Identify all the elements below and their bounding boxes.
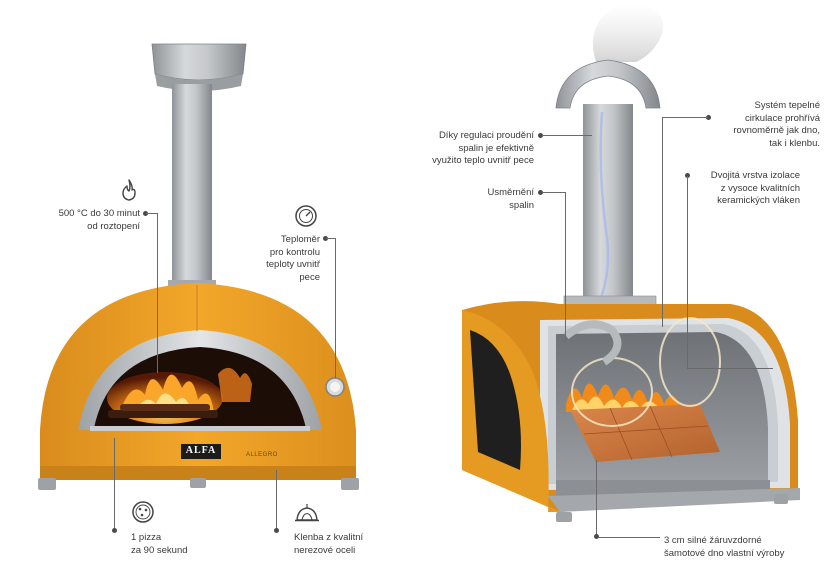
callout-insulation: Dvojitá vrstva izolace z vysoce kvalitní… bbox=[680, 170, 800, 208]
callout-thermometer-line2: pro kontrolu bbox=[269, 246, 320, 258]
leader-dot bbox=[594, 534, 599, 539]
callout-floor: 3 cm silné žáruvzdorné šamotové dno vlas… bbox=[664, 535, 784, 560]
callout-floor-line2: šamotové dno vlastní výroby bbox=[664, 547, 785, 559]
leader-line bbox=[276, 470, 277, 530]
callout-temperature: 500 °C do 30 minut od roztopení bbox=[28, 208, 140, 233]
callout-pizza: 1 pizza za 90 sekund bbox=[131, 532, 188, 557]
leader-line bbox=[335, 238, 336, 378]
left-chimney-cap bbox=[151, 43, 247, 81]
leader-line bbox=[542, 135, 592, 136]
leader-line bbox=[326, 238, 336, 239]
callout-dome-line2: nerezové oceli bbox=[294, 544, 356, 556]
leader-line bbox=[565, 192, 566, 342]
leader-dot bbox=[706, 115, 711, 120]
callout-flue-regulation-line1: Díky regulaci proudění bbox=[438, 130, 534, 141]
callout-dome-line1: Klenba z kvalitní bbox=[294, 532, 364, 543]
pizza-icon bbox=[132, 501, 154, 523]
callout-pizza-line1: 1 pizza bbox=[131, 532, 162, 543]
right-oven bbox=[462, 3, 800, 522]
callout-heat-circulation-line3: rovnoměrně jak dno, bbox=[733, 125, 820, 136]
leader-dot bbox=[538, 190, 543, 195]
callout-heat-circulation-line4: tak i klenbu. bbox=[769, 137, 820, 149]
callout-pizza-line2: za 90 sekund bbox=[131, 544, 188, 556]
callout-flue-regulation-line3: využito teplo uvnitř pece bbox=[432, 155, 534, 166]
callout-thermometer-line3: teploty uvnitř bbox=[266, 259, 320, 270]
callout-flue-direction-line2: spalin bbox=[509, 199, 534, 211]
leader-line bbox=[146, 213, 158, 214]
callout-heat-circulation-line2: cirkulace prohřívá bbox=[745, 112, 820, 124]
callout-temperature-line2: od roztopení bbox=[87, 220, 140, 232]
callout-flue-regulation-line2: spalin je efektivně bbox=[458, 142, 534, 154]
callout-thermometer-line4: pece bbox=[299, 271, 320, 283]
leader-dot bbox=[685, 173, 690, 178]
callout-temperature-line1: 500 °C do 30 minut bbox=[58, 208, 140, 219]
callout-insulation-line3: keramických vláken bbox=[717, 195, 800, 206]
left-chimney-pipe bbox=[172, 84, 212, 289]
leader-line bbox=[596, 460, 597, 536]
callout-thermometer-line1: Teploměr bbox=[280, 234, 320, 245]
leader-line bbox=[662, 117, 708, 118]
callout-dome: Klenba z kvalitní nerezové oceli bbox=[294, 532, 363, 557]
right-oven-smoke bbox=[592, 3, 664, 62]
dome-icon bbox=[295, 504, 319, 522]
leader-dot bbox=[274, 528, 279, 533]
leader-line bbox=[687, 368, 773, 369]
oven-brand-badge: ALFA bbox=[185, 445, 217, 456]
callout-thermometer: Teploměr pro kontrolu teploty uvnitř pec… bbox=[232, 234, 320, 284]
callout-insulation-line1: Dvojitá vrstva izolace bbox=[710, 170, 800, 181]
callout-insulation-line2: z vysoce kvalitních bbox=[720, 182, 800, 194]
leader-line bbox=[598, 537, 660, 538]
leader-line bbox=[687, 176, 688, 368]
leader-line bbox=[157, 213, 158, 373]
callout-heat-circulation: Systém tepelné cirkulace prohřívá rovnom… bbox=[700, 100, 820, 150]
leader-dot bbox=[538, 133, 543, 138]
thermometer-icon bbox=[295, 205, 317, 227]
callout-heat-circulation-line1: Systém tepelné bbox=[754, 100, 820, 111]
leader-line bbox=[114, 438, 115, 530]
leader-dot bbox=[112, 528, 117, 533]
oven-model-label: ALLEGRO bbox=[246, 452, 278, 458]
leader-dot bbox=[323, 236, 328, 241]
leader-line bbox=[662, 117, 663, 327]
leader-dot bbox=[143, 211, 148, 216]
leader-line bbox=[542, 192, 566, 193]
callout-flue-direction-line1: Usměrnění bbox=[487, 187, 534, 198]
callout-floor-line1: 3 cm silné žáruvzdorné bbox=[664, 535, 762, 546]
callout-flue-regulation: Díky regulaci proudění spalin je efektiv… bbox=[402, 130, 534, 168]
left-oven bbox=[38, 43, 359, 490]
flame-icon bbox=[122, 179, 136, 201]
right-oven-floor bbox=[570, 404, 720, 462]
callout-flue-direction: Usměrnění spalin bbox=[462, 187, 534, 212]
